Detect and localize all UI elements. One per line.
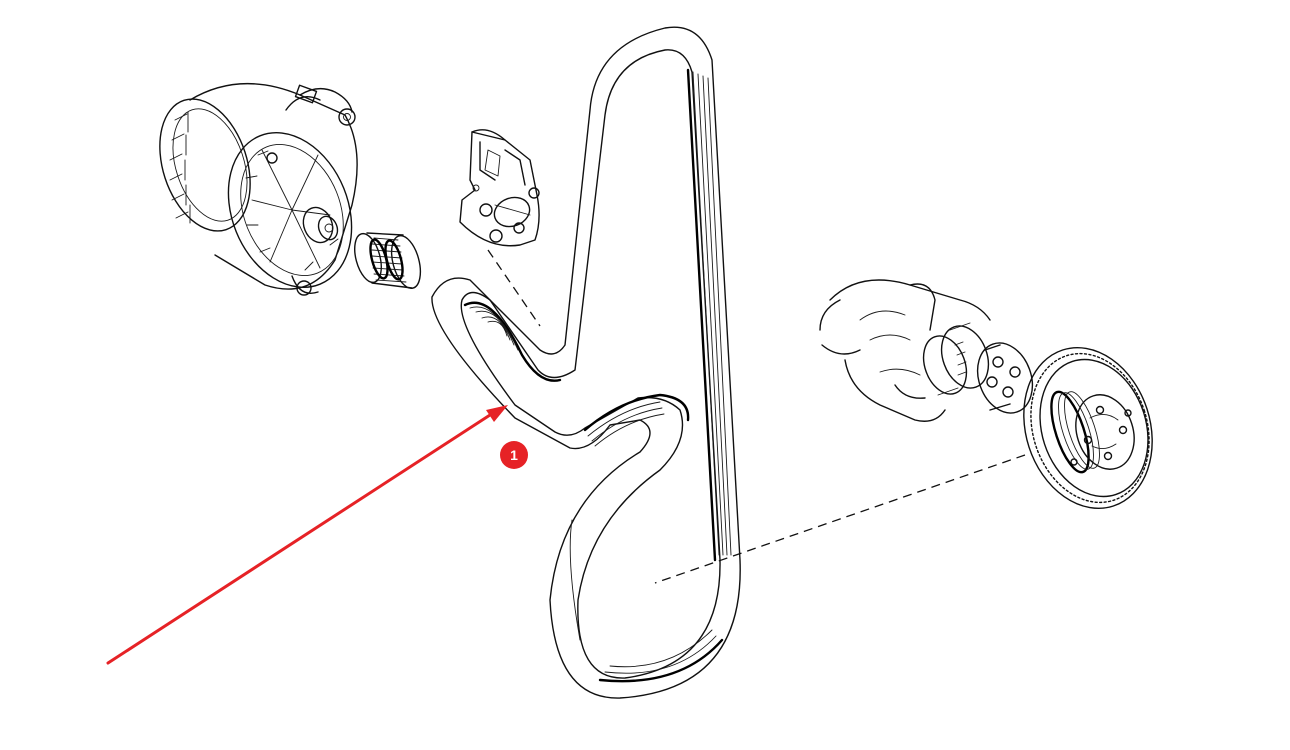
- callout-arrow: [106, 405, 508, 665]
- tensioner-leader-line: [487, 249, 541, 327]
- belt-icon: [431, 26, 741, 699]
- crankshaft-pulley-icon: [1023, 346, 1153, 510]
- crankshaft-icon: [819, 279, 1034, 422]
- alternator-icon: [159, 82, 358, 296]
- belt-tensioner-icon: [459, 129, 540, 247]
- crank-leader-line: [654, 454, 1026, 584]
- callout-badge: 1: [500, 441, 528, 469]
- alternator-pulley-icon: [354, 232, 422, 289]
- callout-number: 1: [510, 447, 518, 463]
